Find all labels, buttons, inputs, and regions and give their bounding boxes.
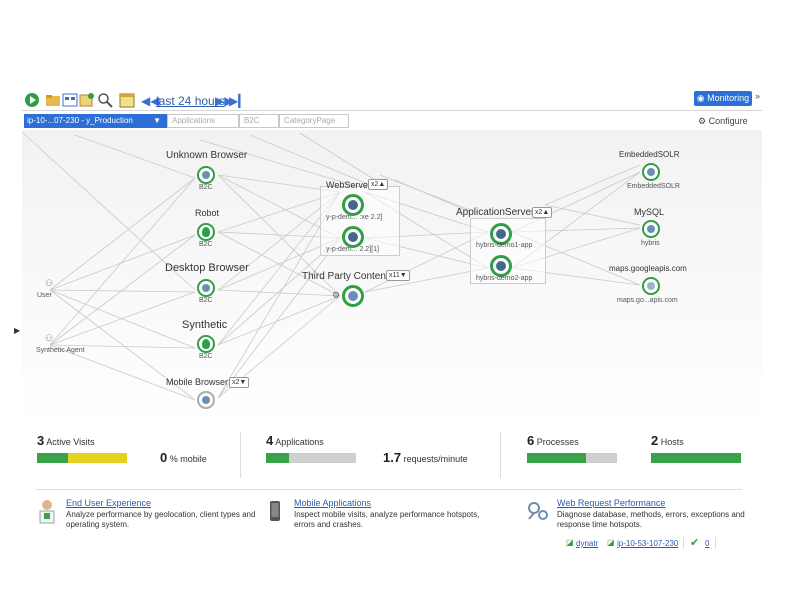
- divider: [36, 489, 742, 490]
- more-icon[interactable]: »: [755, 91, 761, 101]
- breadcrumb-system-profile[interactable]: ip-10-...07-230 - y_Production▼: [24, 114, 167, 128]
- appserver-title: ApplicationServer: [456, 207, 535, 218]
- breadcrumb-category-page[interactable]: CategoryPage: [279, 114, 349, 128]
- user-label: User: [37, 292, 52, 299]
- web-service-icon: [642, 277, 660, 295]
- mobile-icon: [197, 391, 215, 409]
- divider: [240, 432, 241, 478]
- bar-fill-green: [266, 453, 289, 463]
- dynatrace-link[interactable]: dynatr: [576, 539, 599, 548]
- active-visits-bar: [37, 453, 127, 463]
- webserver-node-icon[interactable]: [342, 194, 364, 216]
- applications-bar: [266, 453, 356, 463]
- third-party-title: Third Party Content: [302, 271, 389, 282]
- mobile-stat: 0 % mobile: [160, 450, 207, 465]
- breadcrumb-applications[interactable]: Applications: [167, 114, 239, 128]
- divider: [715, 537, 716, 549]
- breadcrumb-b2c[interactable]: B2C: [239, 114, 279, 128]
- bar-fill-green: [37, 453, 68, 463]
- chevron-down-icon: ▼: [153, 116, 161, 125]
- appserver-count-badge[interactable]: x2▲: [532, 207, 553, 218]
- bar-fill-green: [651, 453, 741, 463]
- folder-open-icon[interactable]: [45, 92, 61, 108]
- bar-fill-green: [527, 453, 586, 463]
- applications-stat[interactable]: 4 Applications: [266, 433, 324, 448]
- monitoring-button[interactable]: ◉ Monitoring: [694, 91, 752, 106]
- browser-icon: [197, 166, 215, 184]
- eye-icon: ◉: [696, 93, 708, 103]
- edge: [49, 177, 196, 291]
- calendar-icon[interactable]: [119, 92, 135, 108]
- web-request-performance-link[interactable]: Web Request Performance: [557, 498, 666, 508]
- hosts-stat[interactable]: 2 Hosts: [651, 433, 684, 448]
- web-request-performance-desc: Diagnose database, methods, errors, exce…: [557, 510, 745, 529]
- webserver-node-icon[interactable]: [342, 226, 364, 248]
- database-icon: [642, 220, 660, 238]
- previous-timeframe-icon[interactable]: ◀◀: [141, 94, 160, 108]
- timeframe-link[interactable]: last 24 hours: [156, 94, 225, 108]
- web-request-icon: [528, 502, 548, 520]
- end-user-experience-icon: [39, 500, 55, 524]
- globe-icon: [197, 279, 215, 297]
- end-user-experience-desc: Analyze performance by geolocation, clie…: [66, 510, 256, 529]
- webserver-count-badge[interactable]: x2▲: [368, 179, 389, 190]
- third-party-node-icon[interactable]: [342, 285, 364, 307]
- check-icon: ✔: [690, 537, 700, 549]
- host-icon: ◪: [607, 538, 615, 547]
- divider: [500, 432, 501, 478]
- divider: [683, 537, 684, 549]
- webserver-title: WebServer: [326, 180, 371, 190]
- expand-panel-icon[interactable]: ▶: [14, 326, 21, 335]
- mobile-applications-link[interactable]: Mobile Applications: [294, 498, 372, 508]
- mobile-phone-icon: [270, 501, 280, 521]
- dashboard-icon[interactable]: [62, 92, 78, 108]
- synthetic-agent-icon: ⚇: [45, 333, 54, 343]
- mobile-browser-count-badge[interactable]: x2▼: [229, 377, 250, 388]
- synthetic-agent-label: Synthetic Agent: [36, 347, 85, 354]
- user-icon: ⚇: [45, 278, 54, 288]
- active-visits-stat[interactable]: 3 Active Visits: [37, 433, 95, 448]
- robot-icon: [197, 223, 215, 241]
- appserver-node-icon[interactable]: [490, 255, 512, 277]
- requests-stat: 1.7 requests/minute: [383, 450, 468, 465]
- configure-button[interactable]: ⚙ Configure: [698, 116, 748, 126]
- gear-icon: ⚙: [698, 116, 709, 126]
- plugin-icon: ⚙: [332, 290, 341, 300]
- hosts-bar: [651, 453, 741, 463]
- synthetic-icon: [197, 335, 215, 353]
- next-timeframe-icon[interactable]: ▶▶: [215, 94, 234, 108]
- play-icon[interactable]: [24, 92, 40, 108]
- mobile-applications-desc: Inspect mobile visits, analyze performan…: [294, 510, 480, 529]
- latest-timeframe-icon[interactable]: ▶▎: [229, 94, 248, 108]
- add-dashboard-icon[interactable]: [79, 92, 95, 108]
- search-icon[interactable]: [97, 92, 113, 108]
- appserver-node-icon[interactable]: [490, 223, 512, 245]
- service-icon: [642, 163, 660, 181]
- dynatrace-icon: ◪: [566, 538, 574, 547]
- ok-count-link[interactable]: 0: [705, 539, 710, 548]
- processes-bar: [527, 453, 617, 463]
- toolbar-divider: [22, 110, 762, 111]
- end-user-experience-link[interactable]: End User Experience: [66, 498, 152, 508]
- bar-fill-yellow: [68, 453, 127, 463]
- processes-stat[interactable]: 6 Processes: [527, 433, 579, 448]
- host-link[interactable]: ip-10-53-107-230: [617, 539, 679, 548]
- third-party-count-badge[interactable]: x11▼: [386, 270, 410, 281]
